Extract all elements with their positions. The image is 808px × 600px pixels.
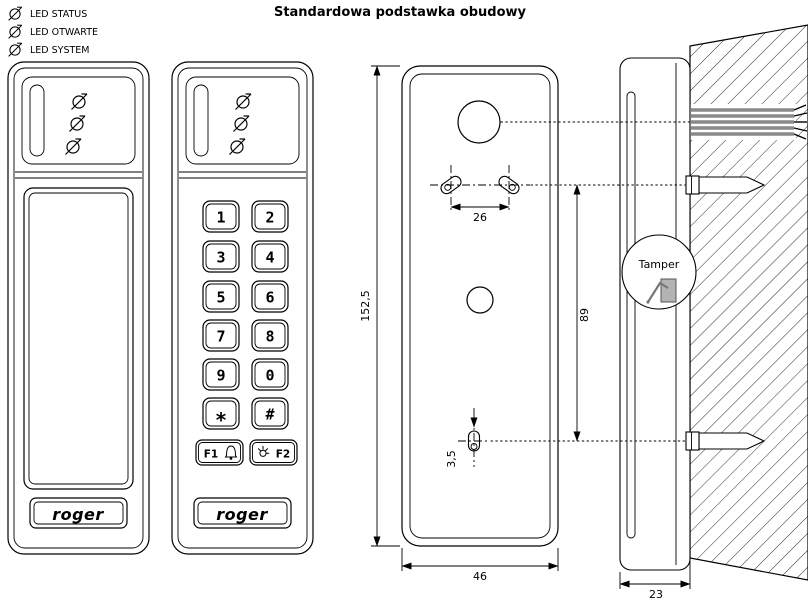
backlight-icon <box>257 446 270 457</box>
bell-icon <box>224 445 238 460</box>
dimension-hole-spacing: 26 <box>450 203 510 224</box>
keypad-key-star: * <box>202 397 240 432</box>
keypad-key-1: 1 <box>202 200 240 233</box>
side-seam-slot <box>626 91 636 539</box>
keypad-key-7: 7 <box>202 319 240 352</box>
svg-text:7: 7 <box>216 328 225 346</box>
svg-text:9: 9 <box>216 367 225 385</box>
svg-text:1: 1 <box>216 209 225 227</box>
brand-logo: roger <box>193 497 292 529</box>
keypad: 1 2 3 4 5 6 7 8 9 0 * # F1 <box>195 200 298 466</box>
light-pipe-slot <box>193 84 209 157</box>
dim-89-label: 89 <box>578 308 591 322</box>
keypad-key-9: 9 <box>202 358 240 391</box>
housing-side-profile <box>619 57 691 571</box>
keypad-key-f2: F2 <box>249 439 298 466</box>
keypad-key-3: 3 <box>202 240 240 273</box>
led-window <box>185 76 300 165</box>
keypad-key-6: 6 <box>251 280 289 313</box>
mounting-screw-bottom <box>685 431 766 451</box>
front-panel <box>23 187 134 490</box>
dimension-slot-width: 3,5 <box>445 408 478 468</box>
tamper-label: Tamper <box>638 258 680 271</box>
cable-hole <box>457 100 501 144</box>
dim-height-label: 152,5 <box>359 290 372 322</box>
led-otwarte-icon <box>8 24 23 39</box>
dimension-height: 152,5 <box>359 65 400 547</box>
dim-46-label: 46 <box>473 570 487 583</box>
dim-26-label: 26 <box>473 211 487 224</box>
led-status-icon <box>70 93 88 111</box>
svg-text:0: 0 <box>265 367 274 385</box>
brand-logo: roger <box>29 497 128 529</box>
svg-text:4: 4 <box>265 249 274 267</box>
led-system-icon <box>8 42 23 57</box>
keypad-key-0: 0 <box>251 358 289 391</box>
svg-text:3: 3 <box>216 249 225 267</box>
brand-text: roger <box>52 505 104 524</box>
page-title: Standardowa podstawka obudowy <box>274 5 527 20</box>
front-view-plain: roger <box>7 61 150 555</box>
svg-text:F2: F2 <box>276 449 290 461</box>
svg-text:8: 8 <box>265 328 274 346</box>
led-otwarte-icon <box>232 115 250 133</box>
legend-label-otwarte: LED OTWARTE <box>30 27 98 38</box>
mounting-screw-top <box>685 175 766 195</box>
tamper-switch <box>660 278 677 303</box>
front-view-keypad: 1 2 3 4 5 6 7 8 9 0 * # F1 <box>171 61 314 555</box>
svg-text:5: 5 <box>216 289 225 307</box>
dimension-hole-vertical: 89 <box>573 184 591 442</box>
svg-text:F1: F1 <box>204 449 218 461</box>
svg-text:2: 2 <box>265 209 274 227</box>
keypad-key-f1: F1 <box>195 439 244 466</box>
keypad-key-8: 8 <box>251 319 289 352</box>
keypad-key-5: 5 <box>202 280 240 313</box>
cable-bundle <box>690 104 808 140</box>
keypad-key-2: 2 <box>251 200 289 233</box>
legend-label-status: LED STATUS <box>30 9 87 20</box>
led-system-icon <box>64 138 82 156</box>
legend: LED STATUS LED OTWARTE LED SYSTEM <box>8 6 98 57</box>
brand-text: roger <box>216 505 268 524</box>
dim-35-label: 3,5 <box>445 450 458 468</box>
keypad-key-4: 4 <box>251 240 289 273</box>
projection-leaders <box>490 121 690 442</box>
tamper-detail: Tamper <box>621 234 697 310</box>
led-status-icon <box>234 93 252 111</box>
led-otwarte-icon <box>68 115 86 133</box>
base-plate-view <box>401 65 559 547</box>
side-mount-view: Tamper <box>619 24 808 581</box>
dim-23-label: 23 <box>649 588 663 600</box>
tamper-lever <box>647 281 669 303</box>
center-hole <box>466 286 494 314</box>
svg-text:6: 6 <box>265 289 274 307</box>
keypad-key-hash: # <box>251 397 289 430</box>
led-system-icon <box>228 138 246 156</box>
svg-text:*: * <box>215 408 227 432</box>
svg-text:#: # <box>265 406 274 424</box>
led-window <box>21 76 136 165</box>
led-status-icon <box>8 6 23 21</box>
dimension-depth: 23 <box>619 560 691 600</box>
light-pipe-slot <box>29 84 45 157</box>
dimension-width: 46 <box>401 548 559 583</box>
legend-label-system: LED SYSTEM <box>30 45 90 56</box>
